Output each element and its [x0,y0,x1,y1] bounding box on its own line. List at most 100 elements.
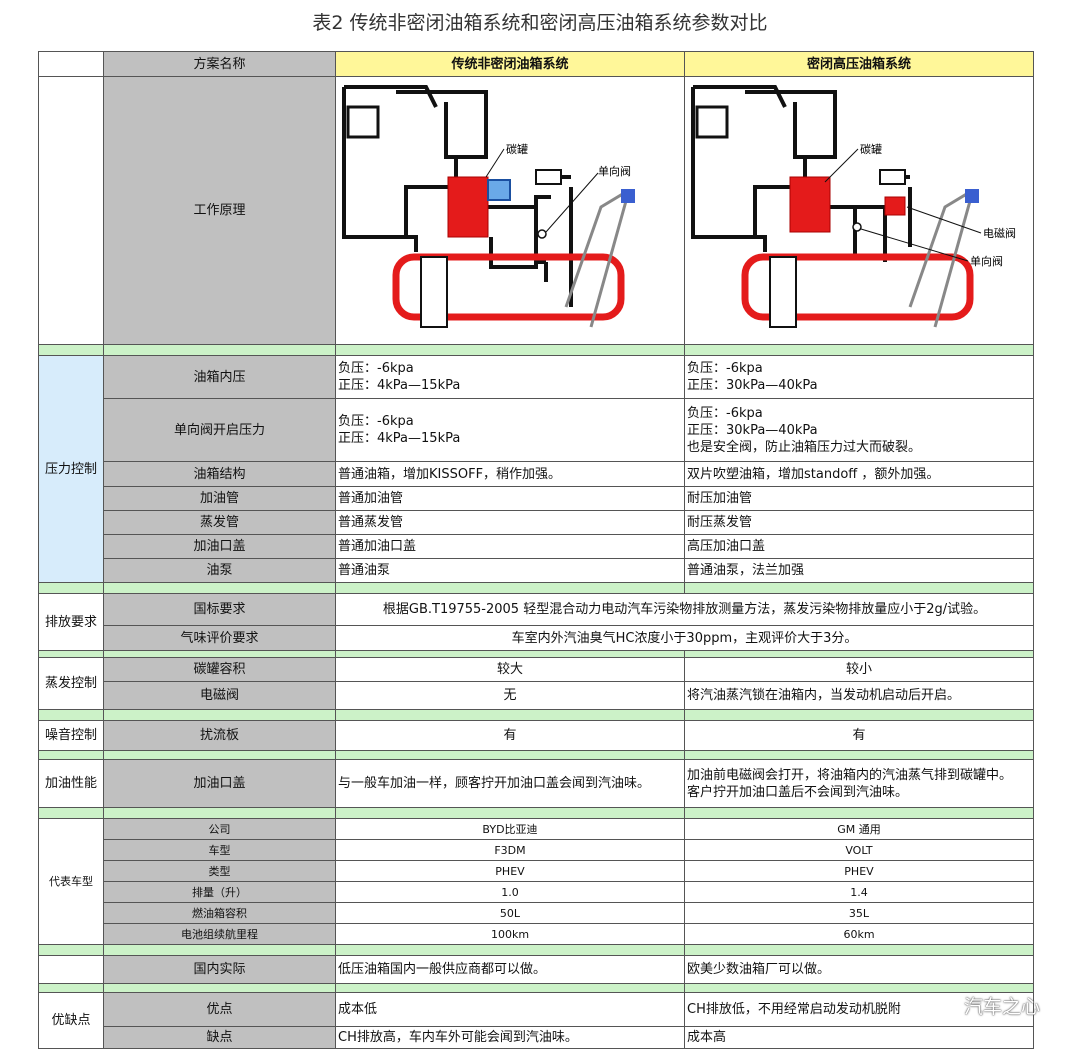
table-row: 蒸发控制碳罐容积较大较小 [38,657,1034,710]
value-traditional: 与一般车加油一样，顾客拧开加油口盖会闻到汽油味。 [335,759,685,808]
value-traditional: 100km [335,923,685,945]
spacer-cell [103,944,336,956]
value-sealed: 35L [684,902,1034,924]
spacer-cell [335,944,685,956]
row-label: 缺点 [103,1026,336,1049]
table-row: 噪音控制扰流板有有 [38,720,1034,751]
row-label: 油箱内压 [103,355,336,399]
spacer-row [38,807,1034,819]
spacer-cell [38,807,104,819]
spacer-cell [335,650,685,658]
value-traditional: 负压：-6kpa 正压：4kPa—15kPa [335,355,685,399]
value-traditional: 有 [335,720,685,751]
spacer-cell [684,709,1034,721]
value-sealed: 耐压加油管 [684,486,1034,511]
row-label: 燃油箱容积 [103,902,336,924]
group-label: 噪音控制 [38,720,104,751]
merged-value: 车室内外汽油臭气HC浓度小于30ppm，主观评价大于3分。 [335,625,1034,651]
header-row: 方案名称 传统非密闭油箱系统 密闭高压油箱系统 [38,51,1034,77]
diagram-row: 工作原理 [38,76,1034,345]
row-label: 单向阀开启压力 [103,398,336,462]
label-solenoid-valve: 电磁阀 [983,226,1016,240]
row-label: 国标要求 [103,593,336,626]
table-row: 气味评价要求车室内外汽油臭气HC浓度小于30ppm，主观评价大于3分。 [39,625,1034,651]
spacer-cell [38,582,104,594]
value-sealed: 耐压蒸发管 [684,510,1034,535]
row-label: 国内实际 [103,955,336,984]
spacer-row [38,582,1034,594]
table-title: 表2 传统非密闭油箱系统和密闭高压油箱系统参数对比 [312,12,768,34]
spacer-cell [103,709,336,721]
spacer-row [38,709,1034,721]
spacer-cell [335,750,685,760]
merged-value: 根据GB.T19755-2005 轻型混合动力电动汽车污染物排放测量方法，蒸发污… [335,593,1034,626]
spacer-cell [103,983,336,993]
spacer-cell [103,750,336,760]
value-sealed: 高压加油口盖 [684,534,1034,559]
value-traditional: 无 [335,681,685,710]
group-label: 加油性能 [38,759,104,808]
table-row: 排放要求国标要求根据GB.T19755-2005 轻型混合动力电动汽车污染物排放… [38,593,1034,651]
spacer-row [38,944,1034,956]
spacer-cell [684,344,1034,356]
spacer-row [38,983,1034,993]
value-traditional: PHEV [335,860,685,882]
value-traditional: 50L [335,902,685,924]
spacer-cell [103,582,336,594]
diagram-a: 碳罐 单向阀 [335,76,685,345]
table-row: 蒸发管普通蒸发管耐压蒸发管 [39,510,1034,535]
spacer-cell [38,709,104,721]
group-label [38,955,104,984]
value-sealed: PHEV [684,860,1034,882]
row-label: 排量（升） [103,881,336,903]
table-row: 油泵普通油泵普通油泵，法兰加强 [39,558,1034,583]
spacer-cell [684,750,1034,760]
label-check-valve: 单向阀 [970,254,1003,268]
row-label: 气味评价要求 [103,625,336,651]
value-traditional: 普通油箱，增加KISSOFF，稍作加强。 [335,461,685,487]
spacer-cell [335,344,685,356]
spacer-cell [684,582,1034,594]
group-label: 蒸发控制 [38,657,104,710]
value-sealed: 双片吹塑油箱，增加standoff ，额外加强。 [684,461,1034,487]
spacer-cell [684,650,1034,658]
table-row: 加油性能加油口盖与一般车加油一样，顾客拧开加油口盖会闻到汽油味。加油前电磁阀会打… [38,759,1034,808]
row-label: 加油口盖 [103,534,336,559]
spacer-cell [38,983,104,993]
value-traditional: 负压：-6kpa 正压：4kPa—15kPa [335,398,685,462]
row-label: 油箱结构 [103,461,336,487]
value-sealed: 将汽油蒸汽锁在油箱内，当发动机启动后开启。 [684,681,1034,710]
value-sealed: 加油前电磁阀会打开，将油箱内的汽油蒸气排到碳罐中。 客户拧开加油口盖后不会闻到汽… [684,759,1034,808]
value-traditional: 普通加油管 [335,486,685,511]
spacer-cell [103,344,336,356]
spacer-cell [684,944,1034,956]
value-sealed: 有 [684,720,1034,751]
row-label: 油泵 [103,558,336,583]
row-label: 类型 [103,860,336,882]
value-traditional: 普通油泵 [335,558,685,583]
comparison-table: 方案名称 传统非密闭油箱系统 密闭高压油箱系统 工作原理 [38,51,1034,1049]
header-col-b: 密闭高压油箱系统 [684,51,1034,77]
value-traditional: 1.0 [335,881,685,903]
row-label: 公司 [103,818,336,840]
table-row: 油箱结构普通油箱，增加KISSOFF，稍作加强。双片吹塑油箱，增加standof… [39,461,1034,487]
group-label: 排放要求 [38,593,104,651]
table-row: 加油管普通加油管耐压加油管 [39,486,1034,511]
diagram-row-label: 工作原理 [103,76,336,345]
row-label: 优点 [103,992,336,1027]
watermark: 汽车之心 [963,996,1040,1018]
spacer-cell [335,582,685,594]
spacer-cell [335,709,685,721]
value-sealed: GM 通用 [684,818,1034,840]
value-sealed: 普通油泵，法兰加强 [684,558,1034,583]
group-label: 压力控制 [38,355,104,583]
spacer-cell [103,807,336,819]
